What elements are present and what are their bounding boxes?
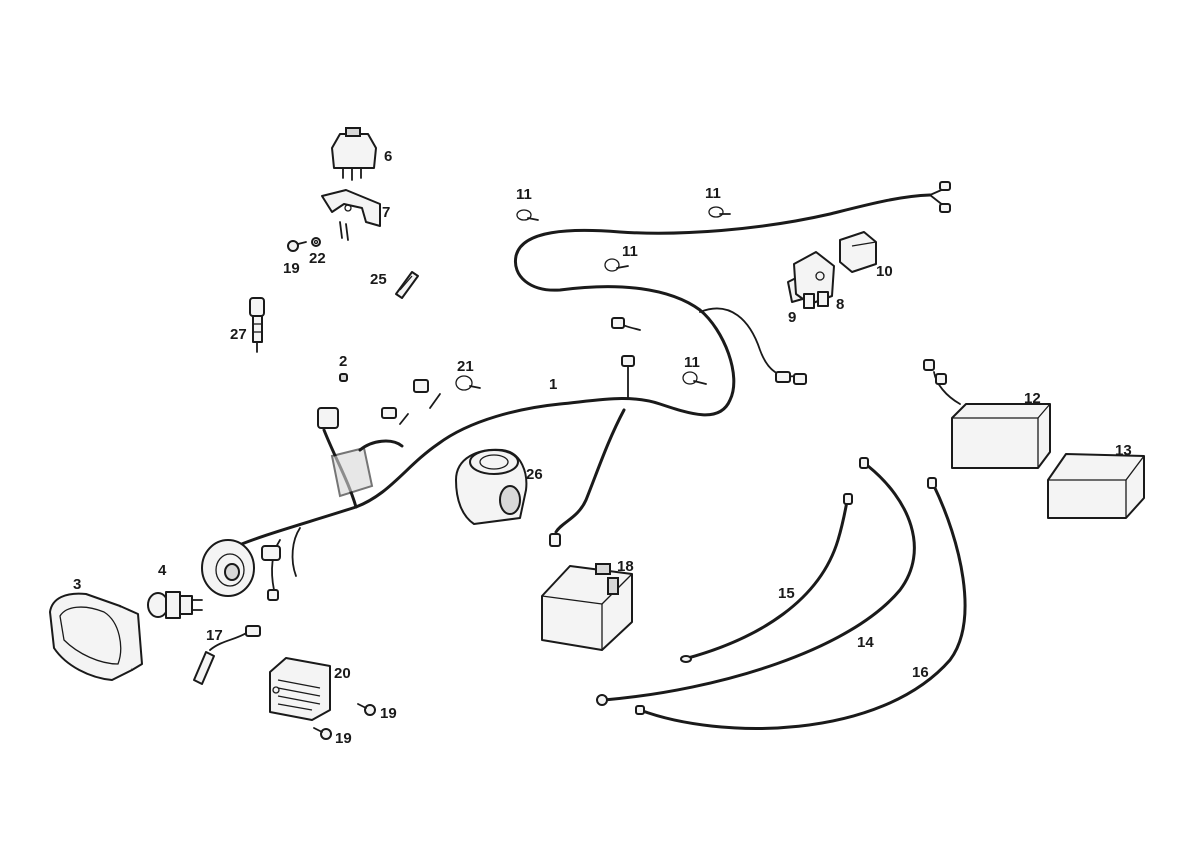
callout-19b: 19 [380, 705, 397, 722]
part-7-bracket[interactable] [321, 189, 381, 241]
part-8-relay[interactable] [793, 251, 835, 309]
part-25-fuse[interactable] [395, 271, 419, 299]
part-22-washer[interactable] [311, 237, 321, 247]
part-20-regulator[interactable] [269, 657, 331, 721]
part-26-horn[interactable] [455, 448, 528, 525]
callout-25: 25 [370, 271, 387, 288]
part-11-clip-b[interactable] [708, 206, 731, 218]
callout-22: 22 [309, 250, 326, 267]
part-2-grommet[interactable] [339, 373, 348, 382]
part-16-cable[interactable] [635, 477, 967, 730]
callout-1: 1 [549, 376, 557, 393]
callout-11a: 11 [516, 186, 532, 203]
part-17-sensor[interactable] [193, 625, 261, 685]
part-18-battery[interactable] [541, 563, 633, 651]
headlight-dust-cap[interactable] [201, 539, 255, 597]
callout-14: 14 [857, 634, 874, 651]
part-12-control-unit[interactable] [923, 359, 1051, 469]
part-13-cover-box[interactable] [1047, 453, 1145, 519]
part-15-battery-cable[interactable] [680, 493, 853, 663]
callout-9: 9 [788, 309, 796, 326]
part-19-bolt-lower[interactable] [313, 727, 332, 740]
callout-19a: 19 [283, 260, 300, 277]
callout-11c: 11 [622, 243, 638, 260]
part-11-clip-c[interactable] [604, 258, 629, 272]
callout-19c: 19 [335, 730, 352, 747]
callout-3: 3 [73, 576, 81, 593]
part-11-clip-d[interactable] [682, 371, 707, 385]
part-27-coil[interactable] [249, 297, 265, 353]
callout-8: 8 [836, 296, 844, 313]
callout-21: 21 [457, 358, 474, 375]
part-21-clamp[interactable] [455, 375, 481, 391]
callout-4: 4 [158, 562, 167, 579]
part-4-bulb[interactable] [147, 591, 203, 619]
part-11-clip-a[interactable] [516, 209, 539, 221]
part-19-bolt-right[interactable] [357, 703, 376, 716]
callout-7: 7 [382, 204, 390, 221]
part-6-relay-box[interactable] [331, 127, 377, 181]
callout-27: 27 [230, 326, 247, 343]
callout-11d: 11 [684, 354, 700, 371]
callout-20: 20 [334, 665, 351, 682]
callout-26: 26 [526, 466, 543, 483]
callout-2: 2 [339, 353, 347, 370]
callout-17: 17 [206, 627, 223, 644]
part-14-ground-cable[interactable] [596, 457, 916, 706]
callout-11b: 11 [705, 185, 721, 202]
callout-16: 16 [912, 664, 929, 681]
part-1-wiring-harness[interactable] [230, 181, 951, 601]
callout-13: 13 [1115, 442, 1132, 459]
part-3-headlight[interactable] [49, 592, 143, 681]
callout-10: 10 [876, 263, 893, 280]
part-10-starter-relay[interactable] [839, 231, 877, 273]
callout-6: 6 [384, 148, 392, 165]
part-19-bolt-upper[interactable] [287, 240, 307, 252]
callout-15: 15 [778, 585, 795, 602]
callout-12: 12 [1024, 390, 1041, 407]
callout-18: 18 [617, 558, 634, 575]
